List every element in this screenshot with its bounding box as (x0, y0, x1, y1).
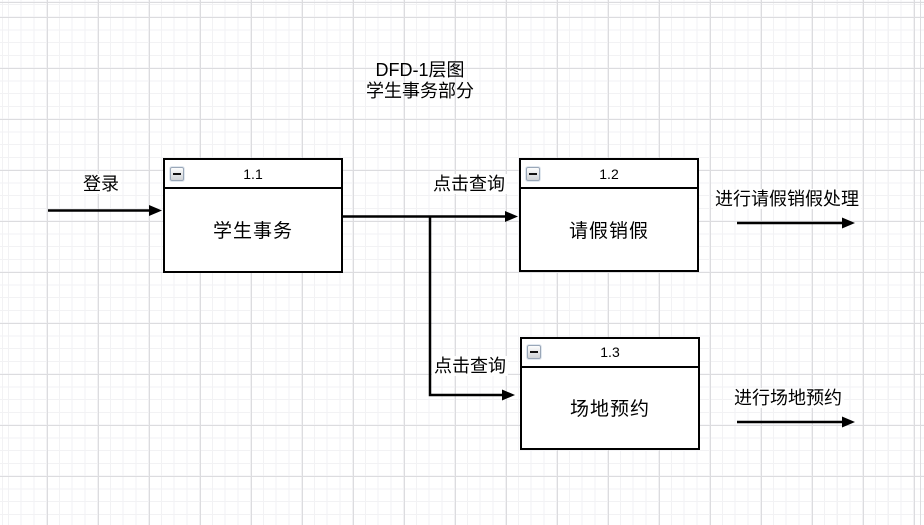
node-1-1-id: 1.1 (243, 165, 263, 182)
process-node-1-1[interactable]: 1.1 学生事务 (163, 158, 343, 273)
node-1-3-label: 场地预约 (569, 399, 650, 421)
node-1-2-id: 1.2 (599, 165, 619, 182)
diagram-title-line1: DFD-1层图 (375, 60, 465, 80)
node-1-3-header: 1.3 (522, 339, 698, 368)
edge-login-arrow[interactable] (48, 205, 162, 216)
minus-icon (530, 351, 538, 353)
edge-label-query-to-leave[interactable]: 点击查询 (431, 174, 507, 194)
edge-label-venue-output[interactable]: 进行场地预约 (732, 388, 844, 408)
collapse-minus-icon[interactable] (526, 166, 540, 181)
minus-icon (173, 172, 181, 175)
edge-label-login[interactable]: 登录 (81, 174, 121, 194)
minus-icon (529, 172, 537, 175)
edge-label-leave-output[interactable]: 进行请假销假处理 (713, 189, 861, 209)
diagram-title-line2: 学生事务部分 (366, 81, 474, 101)
edge-venue-output-arrowhead (842, 416, 855, 428)
diagram-title[interactable]: DFD-1层图 学生事务部分 (320, 60, 520, 102)
node-1-2-header: 1.2 (521, 160, 697, 189)
edge-query-to-leave-arrow[interactable] (343, 211, 518, 222)
edge-query-to-leave-arrowhead (505, 211, 518, 222)
node-1-1-label: 学生事务 (212, 221, 293, 243)
edge-leave-output-arrow[interactable] (737, 217, 855, 229)
node-1-3-id: 1.3 (600, 344, 620, 360)
collapse-minus-icon[interactable] (527, 345, 541, 359)
edge-query-to-venue-arrowhead (502, 389, 515, 401)
node-1-2-label: 请假销假 (568, 221, 649, 242)
edge-query-to-venue-arrow[interactable] (428, 216, 515, 401)
edge-query-to-venue-line (428, 216, 504, 397)
process-node-1-3[interactable]: 1.3 场地预约 (520, 336, 700, 450)
edge-leave-output-arrowhead (842, 217, 855, 229)
edge-login-arrowhead (149, 205, 162, 216)
edge-venue-output-arrow[interactable] (737, 416, 855, 428)
collapse-minus-icon[interactable] (170, 166, 184, 181)
process-node-1-2[interactable]: 1.2 请假销假 (519, 158, 699, 272)
edge-label-query-to-venue[interactable]: 点击查询 (432, 356, 508, 376)
node-1-1-header: 1.1 (165, 160, 341, 189)
